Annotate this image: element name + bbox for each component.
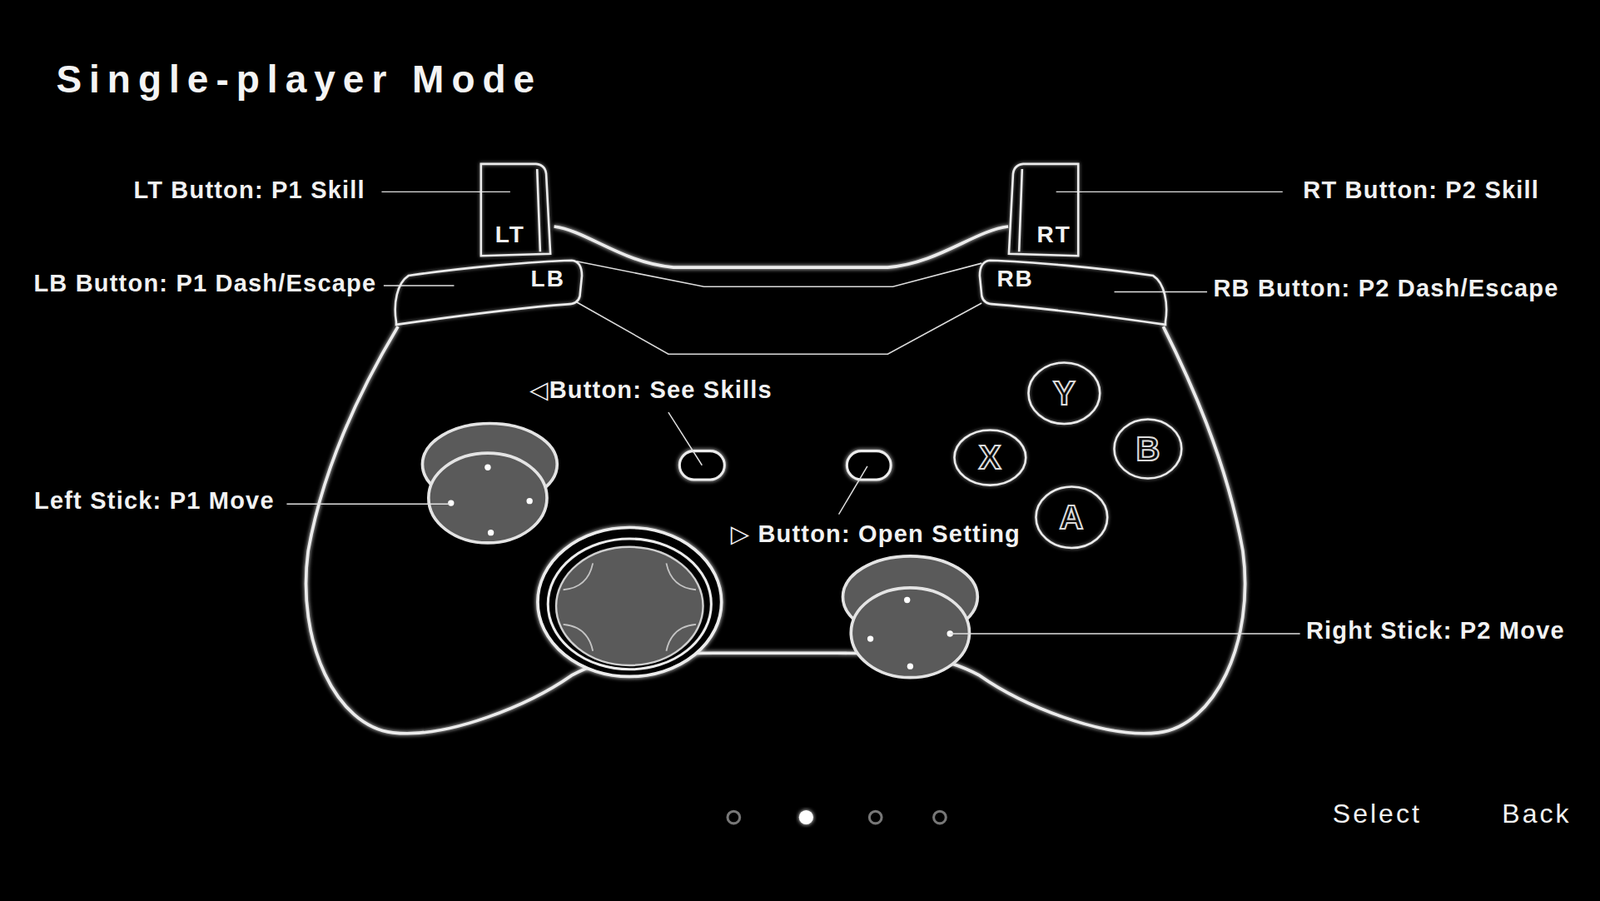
button-letter: RT: [1037, 222, 1072, 249]
callout-label: Left Stick: P1 Move: [34, 486, 275, 516]
bumper-links: [576, 261, 983, 355]
callout-label: LT Button: P1 Skill: [133, 175, 365, 205]
face-button: X: [952, 427, 1029, 487]
d-pad: [537, 527, 722, 677]
leader-lines: [286, 191, 1300, 634]
callout-label: RT Button: P2 Skill: [1302, 175, 1540, 205]
callout-label: Right Stick: P2 Move: [1306, 616, 1566, 646]
screen-title: Single-player Mode: [55, 56, 542, 103]
button-letter: Y: [1053, 374, 1076, 412]
trigger-button: LT: [472, 159, 555, 260]
trigger-button: RT: [1004, 159, 1087, 260]
menu-option: Select: [1332, 797, 1422, 830]
callout-label: RB Button: P2 Dash/Escape: [1212, 273, 1559, 304]
callout-label: ◁Button: See Skills: [529, 375, 773, 405]
button-letter: X: [978, 438, 1002, 476]
button-letter: A: [1059, 498, 1084, 536]
face-button: B: [1112, 417, 1184, 481]
page-indicator: [727, 809, 946, 825]
face-button: Y: [1026, 360, 1103, 426]
left-stick: [422, 423, 557, 543]
button-letter: B: [1136, 430, 1161, 468]
face-button: A: [1033, 484, 1110, 550]
bumper-button: LB: [392, 257, 587, 329]
menu-option: Back: [1501, 797, 1571, 830]
callout-label: LB Button: P1 Dash/Escape: [33, 268, 377, 299]
bumper-button: RB: [975, 257, 1170, 329]
button-letter: RB: [996, 265, 1034, 292]
right-stick: [842, 556, 978, 678]
button-letter: LB: [531, 265, 566, 292]
callout-label: ▷ Button: Open Setting: [730, 519, 1021, 549]
menu-buttons: [679, 451, 891, 480]
controller-body: [306, 226, 1246, 734]
button-letter: LT: [495, 222, 526, 249]
